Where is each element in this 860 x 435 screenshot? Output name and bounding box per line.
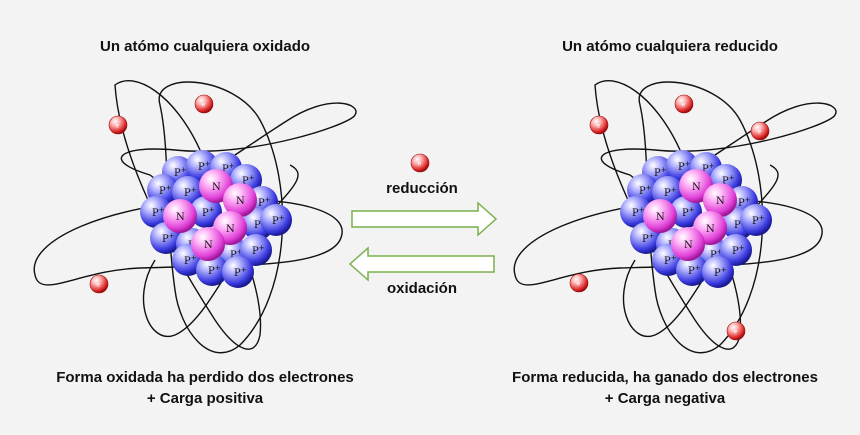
proton: P+ [720,234,752,266]
electron: e [674,94,694,114]
right-atom: P+P+P+P+P+P+P+P+P+P+P+P+P+P+P+P+P+P+NNNN… [513,80,837,354]
svg-text:N: N [176,212,185,223]
left-atom: P+P+P+P+P+P+P+P+P+P+P+P+P+P+P+P+P+P+NNNN… [33,80,357,354]
left-caption-line1: Forma oxidada ha perdido dos electrones [56,369,354,386]
neutron: N [223,183,257,217]
svg-text:e: e [597,123,601,130]
svg-text:e: e [682,102,686,109]
electron: e [750,121,770,141]
reduction-label: reducción [386,180,458,197]
svg-text:e: e [116,123,120,130]
left-atom-title: Un atómo cualquiera oxidado [99,38,311,55]
electron: e [89,274,109,294]
oxidation-label: oxidación [386,280,457,297]
svg-text:e: e [97,282,101,289]
svg-text:e: e [734,329,738,336]
reduction-arrow [351,201,498,237]
svg-text:e: e [758,129,762,136]
svg-text:e: e [418,161,422,168]
svg-text:N: N [692,182,701,193]
svg-text:N: N [212,182,221,193]
electron: e [569,273,589,293]
oxidation-arrow [348,246,495,282]
electron: e [194,94,214,114]
proton: P+ [260,204,292,236]
proton: P+ [196,254,228,286]
svg-text:N: N [236,196,245,207]
right-atom-title: Un atómo cualquiera reducido [562,38,778,55]
neutron: N [643,199,677,233]
neutron: N [191,227,225,261]
svg-text:N: N [706,224,715,235]
neutron: N [163,199,197,233]
electron: e [108,115,128,135]
svg-text:e: e [202,102,206,109]
proton: P+ [702,256,734,288]
right-electrons: e e e e e [569,94,770,341]
electron: e [726,321,746,341]
proton: P+ [740,204,772,236]
electron: e [589,115,609,135]
neutron: N [671,227,705,261]
right-caption: Forma reducida, ha ganado dos electrones… [455,367,860,409]
svg-text:N: N [716,196,725,207]
right-nucleus: P+P+P+P+P+P+P+P+P+P+P+P+P+P+P+P+P+P+NNNN… [620,150,772,288]
right-caption-line1: Forma reducida, ha ganado dos electrones [512,369,818,386]
left-nucleus: P+P+P+P+P+P+P+P+P+P+P+P+P+P+P+P+P+P+NNNN… [140,150,292,288]
svg-text:N: N [204,240,213,251]
left-caption-line2: + Carga positiva [146,390,264,407]
proton: P+ [676,254,708,286]
proton: P+ [222,256,254,288]
svg-text:e: e [577,281,581,288]
svg-text:N: N [656,212,665,223]
electron: e [410,153,430,173]
left-electrons: e e e [89,94,214,294]
transfer-electron: e [410,153,430,173]
left-caption: Forma oxidada ha perdido dos electrones … [0,367,415,409]
right-caption-line2: + Carga negativa [604,390,726,407]
svg-text:N: N [684,240,693,251]
proton: P+ [190,196,222,228]
neutron: N [703,183,737,217]
svg-text:N: N [226,224,235,235]
proton: P+ [670,196,702,228]
proton: P+ [240,234,272,266]
